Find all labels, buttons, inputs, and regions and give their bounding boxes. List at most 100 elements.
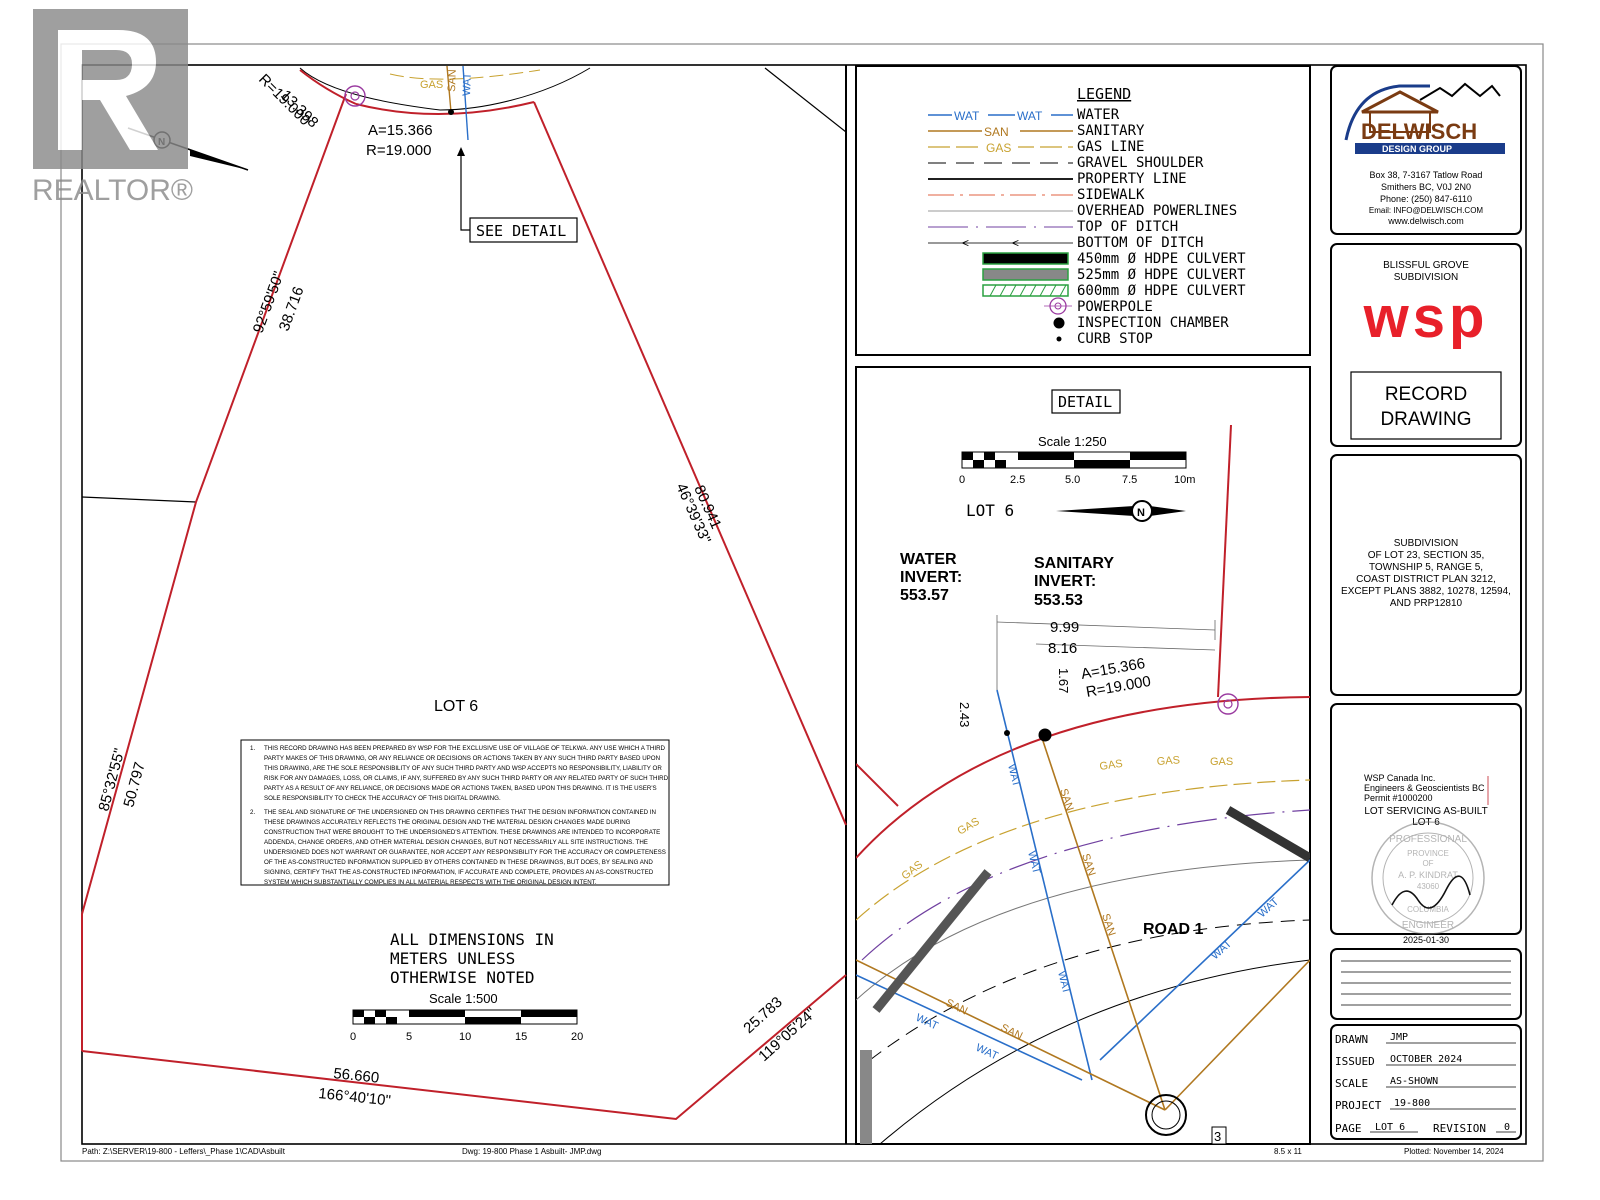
delwisch-logo-icon xyxy=(1344,82,1501,141)
detail-sanitary-main xyxy=(856,959,1166,1111)
project-value: 19-800 xyxy=(1394,1098,1430,1109)
dim-south-distance: 56.660 xyxy=(333,1065,380,1087)
legal-panel xyxy=(1330,454,1522,696)
seal-number: 43060 xyxy=(1417,882,1440,891)
plan-view: GAS WAT SAN N 13.398 R=19.000 A=15.366 R… xyxy=(81,65,847,1121)
wsp-canada-line-3: Permit #1000200 xyxy=(1364,793,1433,803)
east-property-line xyxy=(533,101,847,826)
legend-san-tag: SAN xyxy=(984,125,1009,139)
legal-line-4: COAST DISTRICT PLAN 3212, xyxy=(1356,574,1496,585)
project-name-2: SUBDIVISION xyxy=(1394,272,1458,283)
record-drawing-box xyxy=(1350,371,1502,440)
legend-item-powerpole: POWERPOLE xyxy=(1077,299,1153,315)
legend-item-property: PROPERTY LINE xyxy=(1077,171,1187,187)
detail-dim-2-43: 2.43 xyxy=(957,702,972,727)
gas-label-plan: GAS xyxy=(420,79,443,91)
company-email: Email: INFO@DELWISCH.COM xyxy=(1369,206,1484,215)
note-2-line-4: ADDENDA, CHANGE ORDERS, AND OTHER MATERI… xyxy=(264,839,648,846)
wat-label-plan: WAT xyxy=(461,72,474,96)
revision-label: REVISION xyxy=(1433,1122,1486,1135)
lot-6-label: LOT 6 xyxy=(434,698,478,715)
drawn-label: DRAWN xyxy=(1335,1033,1368,1046)
water-invert-value: 553.57 xyxy=(900,587,949,604)
legend-item-powerlines: OVERHEAD POWERLINES xyxy=(1077,203,1237,219)
note-2-line-3: CONSTRUCTION THAT WERE BROUGHT TO THE UN… xyxy=(264,829,660,836)
seal-columbia: COLUMBIA xyxy=(1407,905,1449,914)
legend-item-curb-stop: CURB STOP xyxy=(1077,331,1153,347)
detail-top-ditch-arc xyxy=(861,809,1310,961)
legend-curb-stop-icon xyxy=(1056,336,1062,342)
legend-culvert-600-hatch xyxy=(989,284,1067,297)
seal-of: OF xyxy=(1422,859,1433,868)
detail-wat-label-2: WAT xyxy=(1025,850,1042,876)
legal-line-2: OF LOT 23, SECTION 35, xyxy=(1368,550,1485,561)
scale-bar-250: Scale 1:250 0 2.5 5.0 7.5 10m xyxy=(959,434,1195,486)
issued-label: ISSUED xyxy=(1335,1055,1375,1068)
legend-inspection-chamber-icon xyxy=(1053,317,1065,329)
scale-bar-500: Scale 1:500 0 5 10 15 20 xyxy=(350,991,583,1043)
legend-ditch-arrow-2-icon: < xyxy=(1012,236,1019,250)
company-sub-band xyxy=(1355,143,1505,154)
engineer-seal-icon: PROFESSIONAL PROVINCE OF A. P. KINDRAT 4… xyxy=(1371,821,1485,935)
note-2-line-8: SYSTEM WHICH SUBSTANTIALLY COMPLIES IN A… xyxy=(264,879,597,886)
detail-gas-arc xyxy=(856,779,1310,921)
scale-250-tick-5: 5.0 xyxy=(1065,474,1080,486)
detail-gas-label-3: GAS xyxy=(1210,756,1233,768)
water-service-stub xyxy=(462,65,469,141)
west-property-line xyxy=(81,93,347,915)
detail-sanitary-main-east xyxy=(1164,959,1310,1111)
inspection-chamber-plan xyxy=(448,109,454,115)
detail-inspection-chamber-icon xyxy=(1038,728,1052,742)
realtor-logo: REALTOR® xyxy=(32,9,193,207)
sheet-title-1: LOT SERVICING AS-BUILT xyxy=(1364,806,1487,817)
detail-property-west xyxy=(856,763,899,807)
company-sub: DESIGN GROUP xyxy=(1382,144,1452,154)
scale-250-tick-2-5: 2.5 xyxy=(1010,474,1025,486)
detail-water-main-east xyxy=(1099,859,1310,1061)
legend-title: LEGEND xyxy=(1077,85,1131,103)
legend-culvert-450 xyxy=(982,252,1069,265)
detail-powerpole-icon xyxy=(1217,693,1239,715)
legend-wat-tag-2: WAT xyxy=(1017,109,1043,123)
south-property-line xyxy=(81,974,847,1121)
gas-line-plan xyxy=(389,69,541,80)
sanitary-invert-value: 553.53 xyxy=(1034,592,1083,609)
note-1-line-1: THIS RECORD DRAWING HAS BEEN PREPARED BY… xyxy=(264,745,666,752)
legal-line-3: TOWNSHIP 5, RANGE 5, xyxy=(1369,562,1483,573)
detail-wat-label-1: WAT xyxy=(1005,763,1022,789)
company-address-1: Box 38, 7-3167 Tatlow Road xyxy=(1370,170,1483,180)
legend-ditch-arrow-1-icon: < xyxy=(962,236,969,250)
scale-500-tick-15: 15 xyxy=(515,1031,527,1043)
all-dims-line-1: ALL DIMENSIONS IN xyxy=(390,930,554,949)
detail-dim-1-67: 1.67 xyxy=(1056,668,1071,693)
scale-value: AS-SHOWN xyxy=(1390,1076,1438,1087)
north-arc-line xyxy=(355,101,535,115)
note-2-line-2: THESE DRAWINGS ACCURATELY REFLECTS THE O… xyxy=(264,819,631,826)
scale-500-tick-0: 0 xyxy=(350,1031,356,1043)
sanitary-invert-line-1: SANITARY xyxy=(1034,555,1114,572)
legend-item-gravel: GRAVEL SHOULDER xyxy=(1077,155,1204,171)
see-detail-box xyxy=(469,217,578,243)
issued-value: OCTOBER 2024 xyxy=(1390,1054,1462,1065)
footer-size: 8.5 x 11 xyxy=(1274,1147,1302,1156)
detail-water-service xyxy=(996,689,1093,1081)
company-website: www.delwisch.com xyxy=(1387,216,1464,226)
see-detail-leader xyxy=(460,215,472,231)
scale-500-label: Scale 1:500 xyxy=(429,991,498,1006)
note-1-number: 1. xyxy=(250,745,255,752)
seal-professional: PROFESSIONAL xyxy=(1389,834,1467,845)
drawn-value: JMP xyxy=(1390,1032,1408,1043)
legend-item-culvert-525: 525mm Ø HDPE CULVERT xyxy=(1077,267,1246,283)
footer-dwg: Dwg: 19-800 Phase 1 Asbuilt- JMP.dwg xyxy=(462,1147,601,1156)
detail-panel: DETAIL Scale 1:250 0 2.5 5.0 7.5 10m LOT… xyxy=(855,366,1311,1145)
project-name-1: BLISSFUL GROVE xyxy=(1383,260,1469,271)
page-label: PAGE xyxy=(1335,1122,1362,1135)
seal-name: A. P. KINDRAT xyxy=(1398,870,1458,880)
see-detail-label: SEE DETAIL xyxy=(476,222,566,240)
svg-text:N: N xyxy=(1137,507,1145,519)
legend-item-sanitary: SANITARY xyxy=(1077,123,1145,139)
detail-wat-label-3: WAT xyxy=(1055,970,1072,996)
detail-road-marker-box xyxy=(1211,1126,1227,1144)
water-invert-line-2: INVERT: xyxy=(900,569,962,586)
